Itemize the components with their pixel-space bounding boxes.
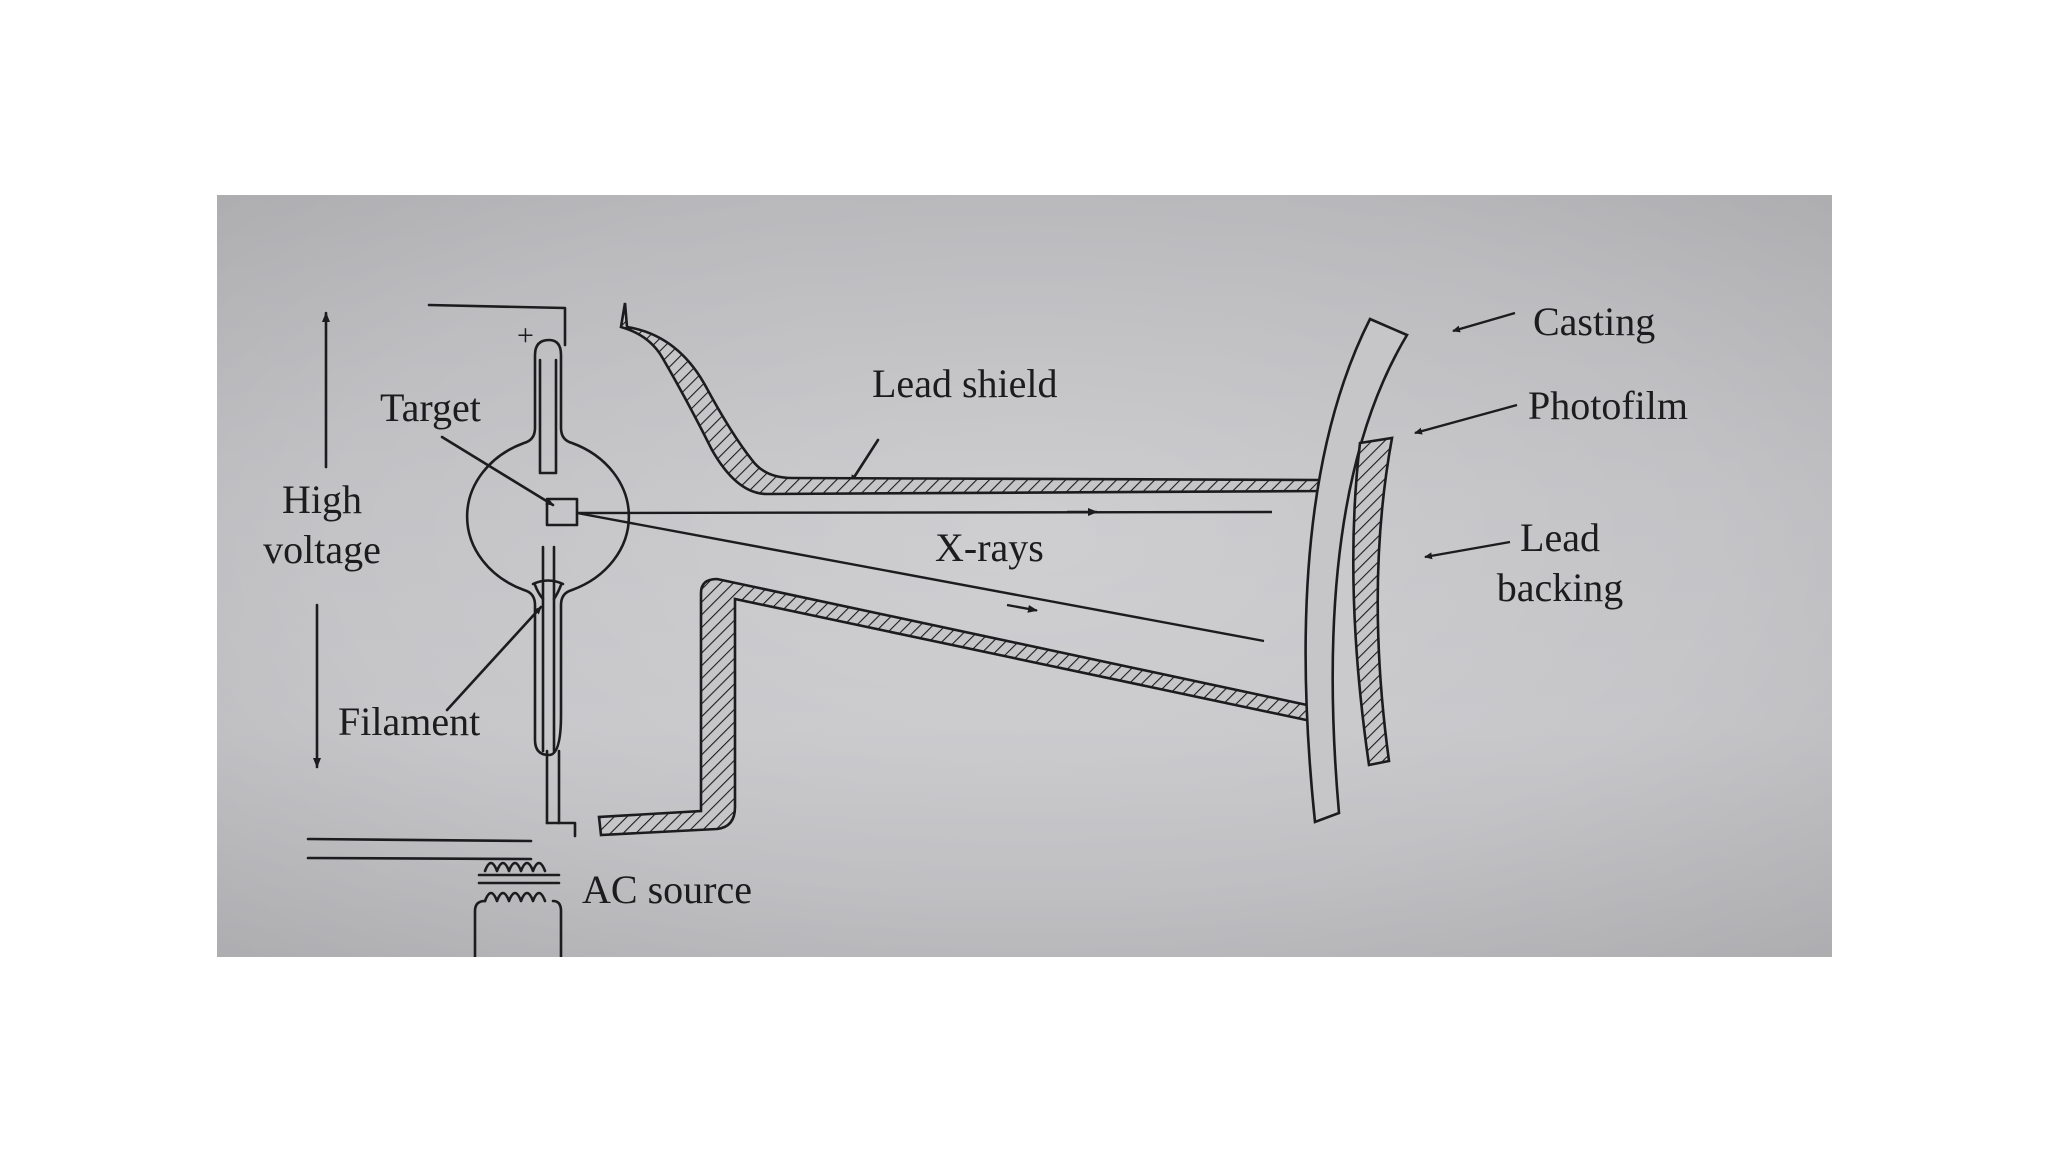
- transformer-lead-right: [545, 821, 577, 838]
- label-target: Target: [380, 385, 481, 430]
- label-casting: Casting: [1533, 299, 1656, 344]
- label-filament: Filament: [338, 699, 481, 744]
- label-photofilm: Photofilm: [1528, 383, 1689, 428]
- xray-beam-upper: [576, 510, 1273, 515]
- anode-rod: [538, 358, 558, 475]
- transformer-output-leads: [473, 899, 563, 957]
- label-plus: +: [517, 319, 534, 352]
- lead-backing: [1351, 436, 1394, 767]
- xray-beam-lower: [576, 511, 1265, 643]
- label-x-rays: X-rays: [935, 525, 1044, 570]
- target-pointer: [440, 435, 555, 507]
- label-backing: backing: [1496, 565, 1624, 610]
- casting-pointer: [1452, 311, 1516, 333]
- filament-stem: [531, 545, 565, 753]
- casting: [1304, 317, 1409, 824]
- lead-backing-pointer: [1424, 540, 1511, 560]
- label-lead-shield: Lead shield: [872, 361, 1058, 406]
- label-voltage: voltage: [263, 527, 381, 572]
- label-high: High: [282, 477, 362, 522]
- anode-wire: [427, 303, 567, 347]
- label-lead: Lead: [1520, 515, 1600, 560]
- label-high-voltage: High voltage: [245, 475, 399, 575]
- supply-wire-top: [306, 837, 533, 843]
- filament-cup: [533, 583, 563, 601]
- supply-wire-bottom: [306, 856, 533, 861]
- xray-tube-envelope: [465, 338, 631, 757]
- label-ac-source: AC source: [582, 867, 752, 912]
- lead-shield-pointer: [849, 438, 880, 484]
- photofilm-pointer: [1414, 403, 1518, 435]
- label-lead-backing: Lead backing: [1487, 513, 1633, 613]
- xray-beam-lower-arrow: [1006, 603, 1038, 613]
- xray-apparatus-diagram: [306, 302, 1518, 957]
- target-block: [545, 497, 579, 527]
- diagram-photo: Casting Lead shield Photofilm Target + H…: [217, 195, 1832, 957]
- filament-pointer: [445, 605, 543, 712]
- lead-shield-lower: [597, 577, 1317, 837]
- transformer-primary-coil: [483, 861, 547, 873]
- transformer-secondary-coil: [483, 891, 547, 903]
